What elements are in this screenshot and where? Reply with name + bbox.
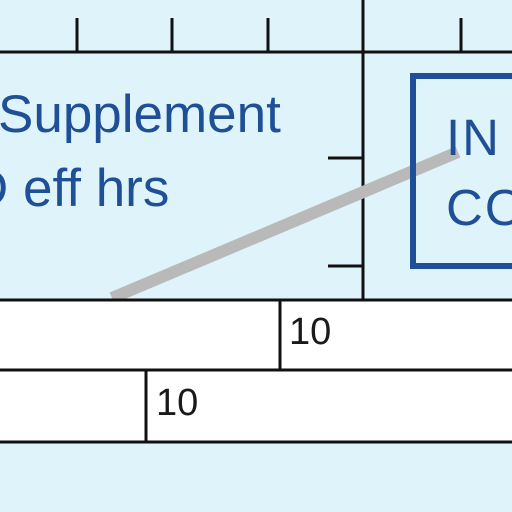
boxed-label-frame — [410, 73, 512, 269]
leader-line — [109, 146, 461, 304]
scale-bar-lower — [0, 368, 512, 444]
scale-bar-upper — [0, 298, 512, 372]
scale-value-upper: 10 — [289, 311, 332, 353]
boxed-label-line1: IN — [446, 109, 501, 166]
boxed-label-line2: CO — [446, 179, 512, 236]
supplement-label-line2: D eff hrs — [0, 159, 170, 218]
supplement-label-line1: Supplement — [0, 85, 281, 144]
scale-value-lower: 10 — [156, 382, 199, 424]
